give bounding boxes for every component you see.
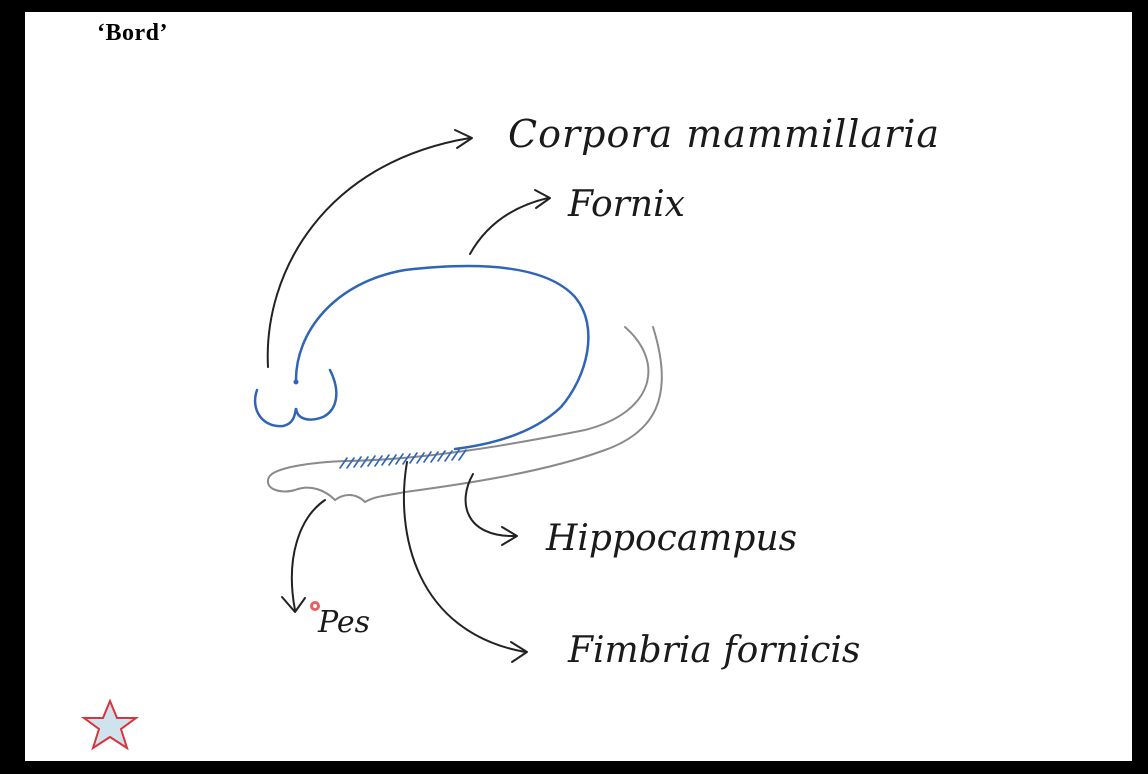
fornix-arch [294,264,590,451]
arrow-pes [290,499,326,611]
label-fimbria-fornicis: Fimbria fornicis [568,630,861,671]
fimbria-hatching [339,449,467,469]
arrow-fimbria [402,461,526,653]
label-pes: Pes [318,605,370,640]
slide-title: ‘Bord’ [97,20,168,46]
fornix-diagram [254,129,663,663]
mammillary-dot [293,379,299,385]
cursor-dot-center [313,604,317,608]
star-icon[interactable] [80,698,140,752]
arrowhead-pes [281,596,306,613]
slide: ‘Bord’ Corpora ma [25,12,1132,761]
arrowhead-fornix [534,189,551,209]
label-corpora-mammillaria: Corpora mammillaria [508,112,941,156]
arrowhead-corpora [454,129,473,149]
hippocampus-outline [266,326,663,504]
label-fornix: Fornix [568,184,685,225]
arrow-fornix [469,197,549,255]
arrowhead-hippocampus [501,526,518,546]
arrowhead-fimbria [510,641,528,663]
mammillary-bodies [254,368,338,428]
arrow-corpora [266,137,471,368]
label-hippocampus: Hippocampus [546,518,798,559]
arrow-hippocampus [464,473,516,538]
